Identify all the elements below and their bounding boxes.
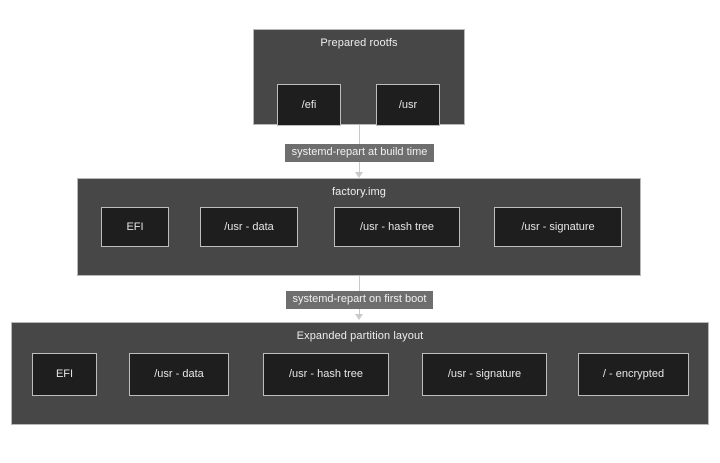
node-label: EFI	[55, 368, 74, 380]
node-label: /usr	[398, 98, 418, 111]
node-label: /usr - data	[154, 368, 204, 380]
connector-first-boot-upper	[359, 276, 360, 292]
node-label: /usr - signature	[447, 368, 522, 380]
node-factory-efi[interactable]: EFI	[101, 207, 169, 247]
group-title-prepared-rootfs: Prepared rootfs	[320, 37, 398, 49]
node-label: /efi	[301, 98, 317, 111]
node-label: /usr - data	[224, 220, 274, 233]
connector-first-boot-lower	[359, 308, 360, 315]
arrowhead-first-boot	[355, 314, 363, 320]
connector-build-time-upper	[359, 125, 360, 146]
edge-label-first-boot: systemd-repart on first boot	[286, 291, 433, 309]
node-label: /usr - signature	[521, 220, 595, 233]
node-label: /usr - hash tree	[360, 220, 434, 233]
node-efi-dir[interactable]: /efi	[277, 84, 341, 126]
edge-label-build-time: systemd-repart at build time	[285, 144, 434, 162]
node-factory-usr-signature[interactable]: /usr - signature	[494, 207, 622, 247]
node-factory-usr-data[interactable]: /usr - data	[200, 207, 298, 247]
node-label: / - encrypted	[602, 368, 665, 380]
group-title-expanded-partition-layout: Expanded partition layout	[296, 330, 424, 342]
arrowhead-build-time	[355, 172, 363, 178]
node-expanded-usr-hash-tree[interactable]: /usr - hash tree	[263, 353, 389, 396]
group-title-factory-img: factory.img	[331, 186, 387, 198]
node-expanded-usr-data[interactable]: /usr - data	[129, 353, 229, 396]
group-factory-img[interactable]: factory.img EFI /usr - data /usr - hash …	[77, 178, 641, 276]
node-factory-usr-hash-tree[interactable]: /usr - hash tree	[334, 207, 460, 247]
group-prepared-rootfs[interactable]: Prepared rootfs /efi /usr	[253, 29, 465, 126]
node-expanded-root-encrypted[interactable]: / - encrypted	[578, 353, 689, 396]
node-expanded-efi[interactable]: EFI	[32, 353, 97, 396]
node-label: EFI	[126, 220, 144, 233]
node-usr-dir[interactable]: /usr	[376, 84, 440, 126]
connector-build-time-lower	[359, 161, 360, 173]
node-expanded-usr-signature[interactable]: /usr - signature	[422, 353, 547, 396]
group-expanded-partition-layout[interactable]: Expanded partition layout EFI /usr - dat…	[11, 322, 709, 425]
node-label: /usr - hash tree	[289, 368, 363, 380]
